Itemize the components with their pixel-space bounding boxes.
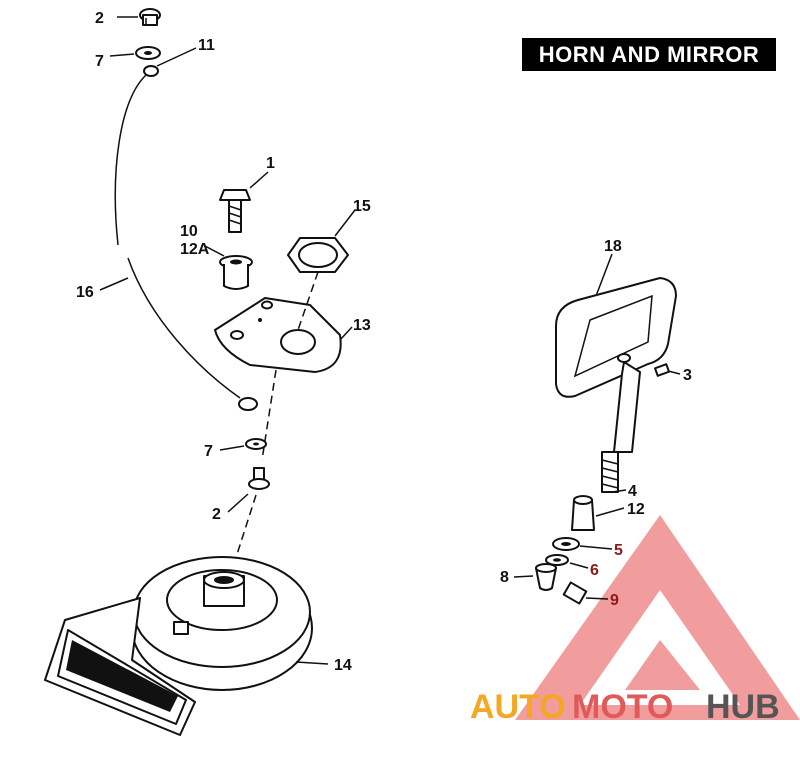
spacer-10 <box>219 255 253 290</box>
leader-1 <box>249 171 269 189</box>
ground-wire <box>114 65 258 411</box>
callout-7-mid: 7 <box>204 443 213 460</box>
watermark-word-moto: MOTO <box>572 688 673 726</box>
horn-14 <box>44 556 313 736</box>
watermark-logo-text: AUTO MOTO HUB <box>470 688 780 726</box>
callout-12a: 12A <box>180 241 210 258</box>
callout-7-top: 7 <box>95 53 104 70</box>
leader-7-top <box>109 53 135 57</box>
bolt-1 <box>219 189 251 233</box>
diagram-title: HORN AND MIRROR <box>538 41 760 67</box>
leader-4 <box>611 489 627 493</box>
callout-11: 11 <box>198 37 215 54</box>
watermark-logo-triangle <box>515 515 800 720</box>
leader-18 <box>595 253 613 297</box>
mirror-18 <box>555 277 677 493</box>
leader-7-mid <box>219 445 245 451</box>
callout-8: 8 <box>500 569 509 586</box>
leader-5 <box>579 545 613 550</box>
screw-top <box>139 8 161 26</box>
lockwasher-mid <box>245 438 267 450</box>
leader-2-mid <box>227 493 249 513</box>
leader-6 <box>569 562 589 569</box>
leader-12 <box>595 507 625 517</box>
screw-3 <box>653 363 671 377</box>
washer-5 <box>552 537 580 551</box>
dashed-axis-grommet <box>297 271 319 331</box>
callout-18: 18 <box>604 238 622 255</box>
title-banner: HORN AND MIRROR <box>522 38 776 71</box>
watermark-word-hub: HUB <box>706 688 780 726</box>
nut-9 <box>562 581 588 605</box>
callout-6: 6 <box>590 562 599 579</box>
callout-2-mid: 2 <box>212 506 221 523</box>
leader-14 <box>295 661 329 665</box>
leader-3 <box>667 370 681 375</box>
callout-3: 3 <box>683 367 692 384</box>
callout-1: 1 <box>266 155 275 172</box>
callout-2-top: 2 <box>95 10 104 27</box>
callout-14: 14 <box>334 657 352 674</box>
callout-16: 16 <box>76 284 94 301</box>
bracket-13 <box>214 297 342 373</box>
lockwasher-top <box>135 46 161 60</box>
leader-9 <box>585 597 609 600</box>
leader-13 <box>339 326 353 341</box>
nut-12 <box>571 495 595 531</box>
dashed-axis-bracket <box>261 369 277 461</box>
leader-15 <box>334 209 356 237</box>
leader-16 <box>99 277 129 291</box>
leader-11 <box>156 47 197 67</box>
watermark-word-auto: AUTO <box>470 688 566 726</box>
callout-9: 9 <box>610 592 619 609</box>
acorn-nut-8 <box>535 563 557 591</box>
grommet-15 <box>287 237 349 273</box>
leader-8 <box>513 575 534 578</box>
callout-15: 15 <box>353 198 371 215</box>
callout-10: 10 <box>180 223 198 240</box>
callout-4: 4 <box>628 483 637 500</box>
callout-12: 12 <box>627 501 645 518</box>
screw-mid <box>248 467 270 490</box>
callout-5: 5 <box>614 542 623 559</box>
callout-13: 13 <box>353 317 371 334</box>
leader-10 <box>204 245 225 257</box>
lockwasher-6 <box>545 554 569 566</box>
